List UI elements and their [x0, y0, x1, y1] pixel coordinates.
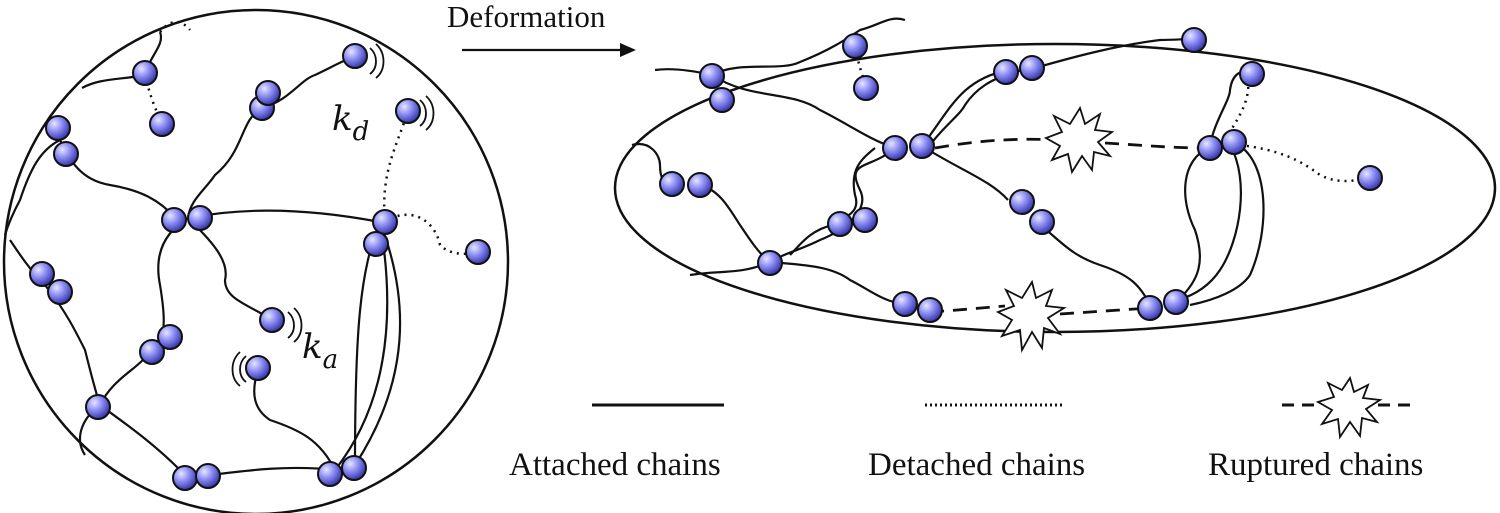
bead: [259, 307, 285, 333]
detached-chains-left: [143, 20, 479, 255]
legend-burst-icon: [1315, 375, 1383, 440]
bead: [161, 207, 187, 233]
detach-rate-label: kd: [332, 99, 369, 147]
attach-rate-label: ka: [302, 327, 338, 375]
bead: [1163, 289, 1189, 315]
legend: Attached chains Detached chains Ruptured…: [509, 375, 1423, 483]
bead: [363, 231, 389, 257]
bead: [187, 205, 213, 231]
bead: [853, 75, 879, 101]
bead: [372, 209, 398, 235]
attached-chains-right: [631, 17, 1265, 307]
bead: [245, 355, 271, 381]
detached-chains-right: [853, 47, 1371, 183]
bead: [342, 43, 368, 69]
bead: [465, 239, 491, 265]
bead: [1029, 209, 1055, 235]
bead: [709, 87, 735, 113]
legend-attached: Attached chains: [509, 403, 724, 483]
bead: [882, 135, 908, 161]
bead: [842, 33, 868, 59]
bead: [45, 115, 71, 141]
bead: [53, 141, 79, 167]
bead: [139, 339, 165, 365]
ruptured-chains-right: [929, 137, 1206, 316]
undeformed-boundary-circle: [2, 8, 510, 513]
bead: [157, 324, 183, 350]
bead: [317, 461, 343, 487]
legend-attached-label: Attached chains: [509, 447, 721, 483]
rate-arcs: [231, 43, 435, 387]
rate-labels: kd ka: [302, 99, 369, 375]
bead: [195, 463, 221, 489]
legend-detached-label: Detached chains: [868, 447, 1085, 483]
rupture-bursts-right: [995, 105, 1115, 353]
bead: [255, 80, 281, 106]
bead: [993, 59, 1019, 85]
legend-detached: Detached chains: [868, 403, 1085, 483]
bead: [659, 171, 685, 197]
bead: [172, 465, 198, 491]
bead: [132, 60, 158, 86]
bead: [1357, 165, 1383, 191]
bead: [1239, 61, 1265, 87]
deformation-label: Deformation: [447, 0, 606, 34]
beads-layer: [29, 27, 1383, 491]
bead: [47, 279, 73, 305]
bead: [852, 207, 878, 233]
bead: [917, 297, 943, 323]
bead: [699, 63, 725, 89]
legend-ruptured-label: Ruptured chains: [1208, 447, 1423, 483]
bead: [827, 211, 853, 237]
bead: [1137, 295, 1163, 321]
burst-icon: [995, 279, 1067, 353]
bead: [341, 455, 367, 481]
bead: [395, 98, 421, 124]
undeformed-network: [2, 8, 510, 513]
bead: [85, 394, 111, 420]
bead: [687, 172, 713, 198]
bead: [1197, 135, 1223, 161]
bead: [1009, 189, 1035, 215]
deformation-arrow: Deformation: [447, 0, 636, 57]
bead: [149, 111, 175, 137]
burst-icon: [1043, 105, 1115, 175]
bead: [29, 261, 55, 287]
bead: [1221, 129, 1247, 155]
bead: [757, 250, 783, 276]
bead: [892, 291, 918, 317]
bead: [1019, 55, 1045, 81]
bead: [1181, 27, 1207, 53]
legend-ruptured: Ruptured chains: [1208, 375, 1423, 483]
bead: [909, 133, 935, 159]
